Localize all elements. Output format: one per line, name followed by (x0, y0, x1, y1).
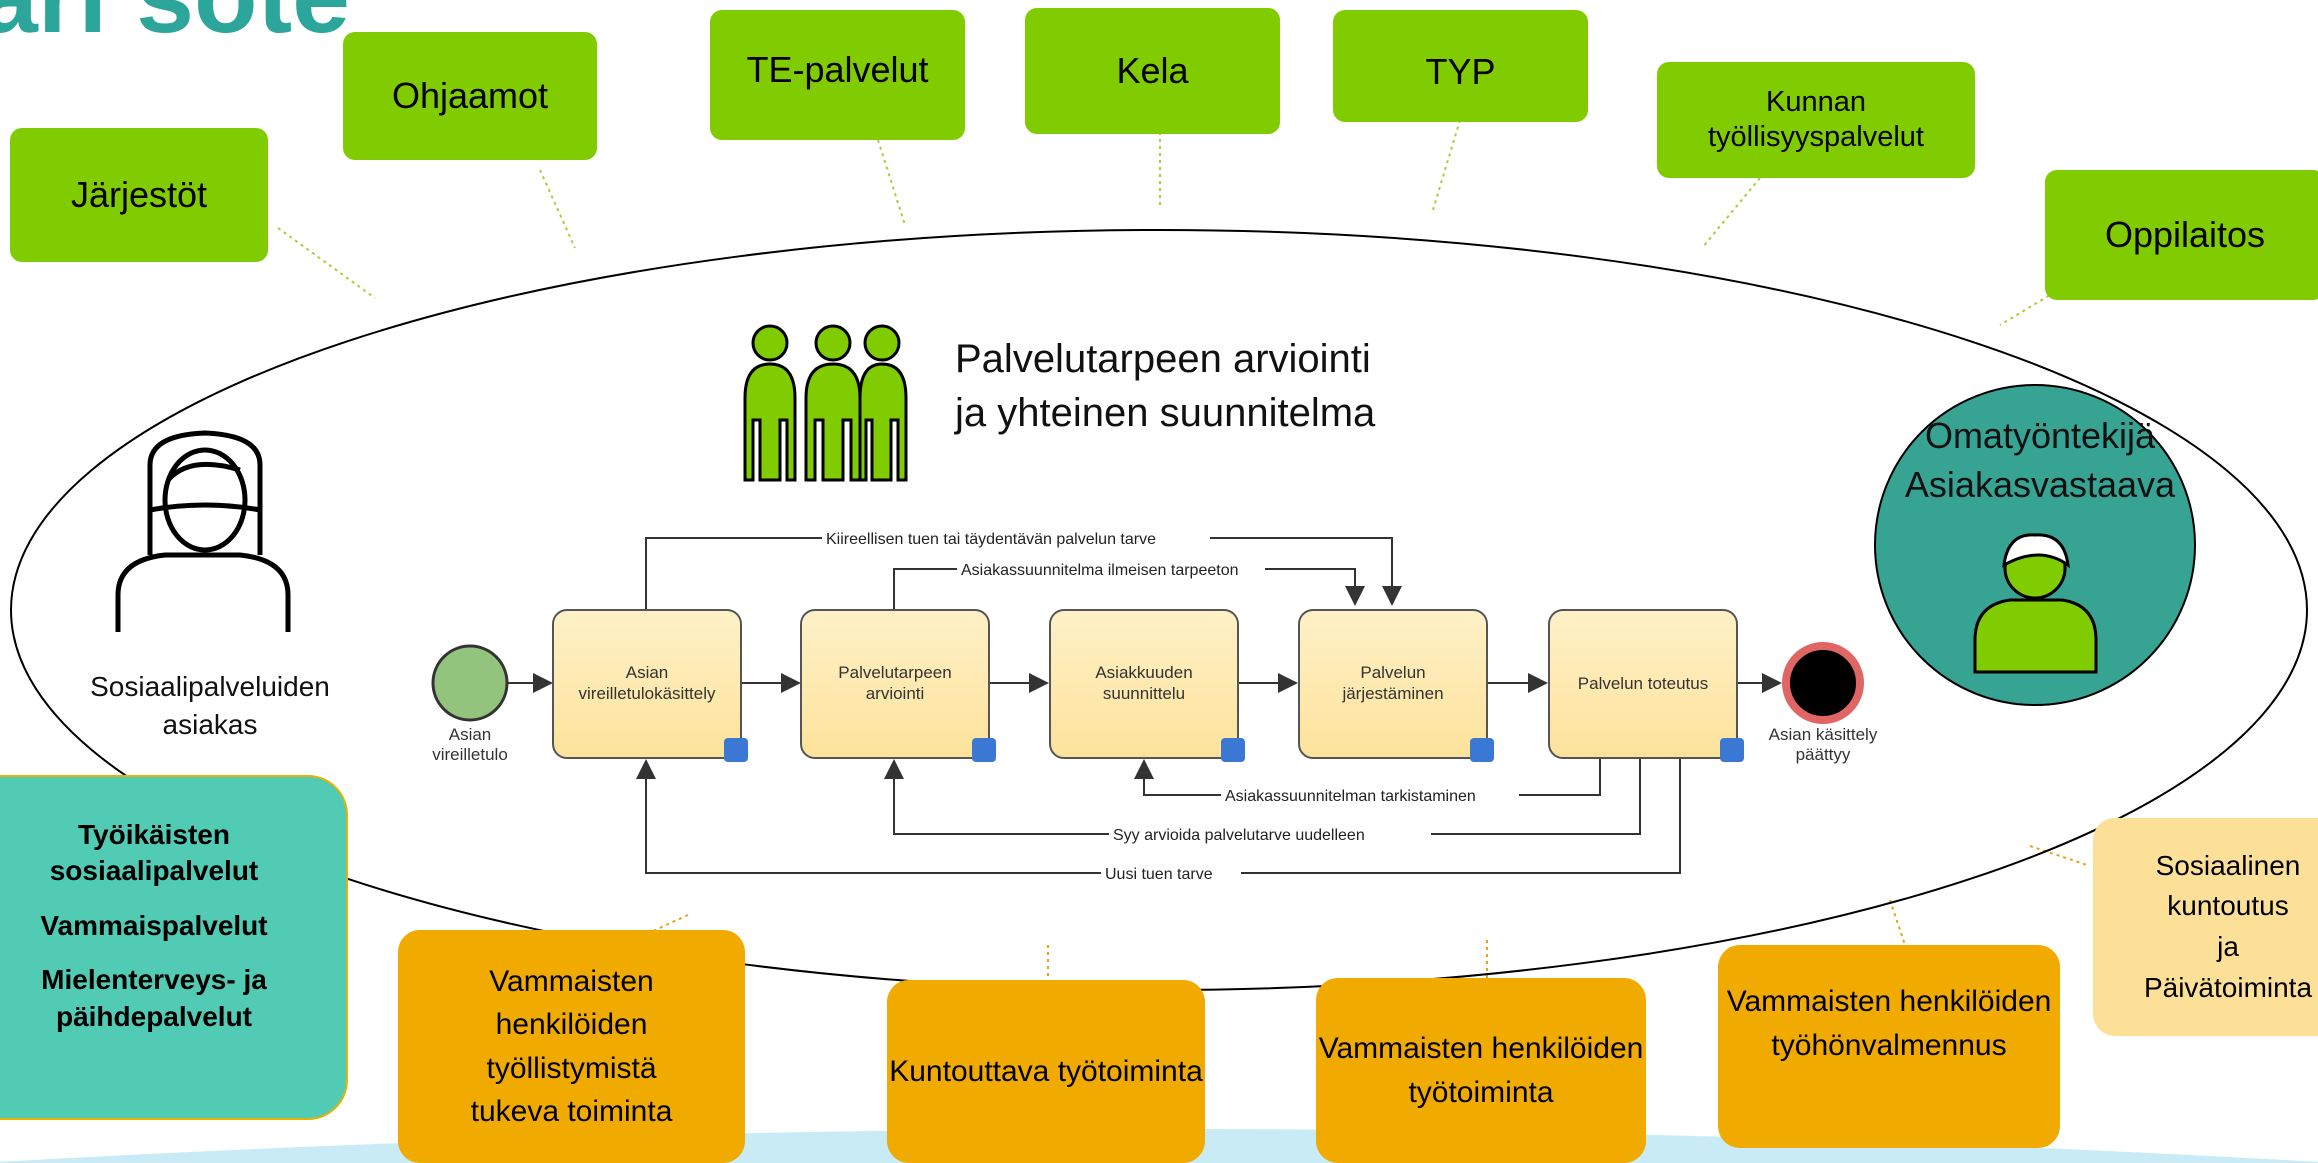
start-event (431, 644, 509, 722)
task-4-line1: Palvelun (1360, 663, 1425, 682)
worker-label-line1: Omatyöntekijä (1924, 415, 2156, 456)
start-label-line2: vireilletulo (432, 745, 508, 764)
end-event (1782, 642, 1864, 724)
connector-bottom-5 (2029, 845, 2091, 867)
box-kunnan-line2: työllisyyspalvelut (1708, 121, 1924, 153)
link-icons (724, 738, 1744, 762)
box-b5-line2: kuntoutus (2167, 890, 2289, 922)
worker-icon (1973, 533, 2098, 674)
box-kunnan: Kunnan työllisyyspalvelut (1657, 62, 1975, 178)
client-label-line2: asiakas (162, 708, 258, 740)
client-label-line1: Sosiaalipalveluiden (90, 671, 330, 702)
center-heading-line1: Palvelutarpeen arviointi (955, 337, 1371, 381)
box-b5-line3: ja (2217, 931, 2239, 962)
page-title: ari sote (0, 0, 350, 57)
box-kela-label: Kela (1116, 50, 1189, 92)
box-oppilaitos-label: Oppilaitos (2104, 214, 2266, 256)
task-2-line2: arviointi (866, 684, 925, 703)
box-te-palvelut-label: TE-palvelut (746, 49, 929, 90)
box-jarjestot: Järjestöt (10, 128, 268, 262)
link-icon (1221, 738, 1245, 762)
service-item-vammaispalvelut: Vammaispalvelut (40, 909, 268, 941)
box-b3-line1: Vammaisten henkilöiden (1318, 1032, 1644, 1065)
box-b4-line1: Vammaisten henkilöiden (1726, 985, 2052, 1018)
worker-label-line2: Asiakasvastaava (1904, 463, 2176, 505)
task-5-line1: Palvelun toteutus (1578, 674, 1708, 693)
flow-label-asiakassuunnitelma: Asiakassuunnitelma ilmeisen tarpeeton (961, 562, 1238, 579)
service-item-mielenterveys: Mielenterveys- ja päihdepalvelut (41, 964, 267, 1032)
flow-label-kiireellisen: Kiireellisen tuen tai täydentävän palvel… (826, 531, 1156, 548)
link-icon (724, 738, 748, 762)
task-asiakkuus (1049, 609, 1239, 759)
task-2-line1: Palvelutarpeen (838, 663, 951, 682)
task-jarjestaminen (1298, 609, 1488, 759)
connector-oppilaitos (1999, 291, 2056, 326)
task-3-line1: Asiakkuuden (1095, 663, 1192, 682)
connector-te-palvelut (877, 139, 906, 226)
link-icon (1470, 738, 1494, 762)
box-b5-line4: Päivätoiminta (2143, 971, 2313, 1003)
link-icon (972, 738, 996, 762)
team-icon (743, 324, 908, 482)
task-1-line1: Asian (626, 663, 669, 682)
box-vammaisten-tyotoiminta: Vammaisten henkilöiden työtoiminta (1316, 978, 1646, 1163)
box-kela: Kela (1025, 8, 1280, 134)
task-4-line2: järjestäminen (1341, 684, 1443, 703)
link-icon (1720, 738, 1744, 762)
box-b1-line2: henkilöiden (495, 1008, 648, 1041)
end-label-line1: Asian käsittely (1769, 725, 1878, 744)
services-box: Työikäisten sosiaalipalvelut Vammaispalv… (0, 775, 348, 1120)
box-b5-line1: Sosiaalinen (2155, 849, 2301, 881)
task-1-line2: vireilletulokäsittely (579, 684, 716, 703)
end-label-line2: päättyy (1796, 745, 1851, 764)
box-oppilaitos: Oppilaitos (2045, 170, 2318, 300)
box-ohjaamot: Ohjaamot (343, 32, 597, 160)
connector-bottom-4 (1889, 899, 1906, 946)
box-b4-line2: työhönvalmennus (1771, 1028, 2007, 1062)
box-b2-line1: Kuntouttava työtoiminta (889, 1054, 1203, 1088)
worker-label: Omatyöntekijä Asiakasvastaava (1890, 412, 2190, 509)
box-tyohonvalmennus: Vammaisten henkilöiden työhönvalmennus (1718, 945, 2060, 1148)
connector-ohjaamot (539, 169, 576, 249)
box-b1-line4: tukeva toiminta (470, 1095, 673, 1128)
connector-kunnan (1701, 177, 1761, 249)
client-icon (115, 430, 291, 632)
service-item-tyoikaisten: Työikäisten sosiaalipalvelut (49, 819, 259, 887)
task-3-line2: suunnittelu (1103, 684, 1185, 703)
box-typ: TYP (1333, 10, 1588, 122)
flow-label-tarkistaminen: Asiakassuunnitelman tarkistaminen (1225, 788, 1476, 805)
client-label: Sosiaalipalveluiden asiakas (60, 668, 360, 744)
box-te-palvelut: TE-palvelut (710, 10, 965, 140)
box-b1-line3: työllistymistä (486, 1051, 657, 1085)
box-b1-line1: Vammaisten (489, 964, 654, 998)
box-typ-label: TYP (1425, 51, 1496, 92)
task-vireilletulo (552, 609, 742, 759)
flow-uusi (636, 757, 1681, 874)
box-sosiaalinen-kuntoutus: Sosiaalinen kuntoutus ja Päivätoiminta (2093, 818, 2318, 1036)
flow-label-syy: Syy arvioida palvelutarve uudelleen (1113, 827, 1365, 844)
box-ohjaamot-label: Ohjaamot (391, 75, 549, 117)
task-palvelutarve (800, 609, 990, 759)
connector-jarjestot (277, 227, 376, 299)
box-vammaisten-tyollistymista: Vammaisten henkilöiden työllistymistä tu… (398, 930, 745, 1163)
box-b3-line2: työtoiminta (1408, 1075, 1554, 1109)
box-kuntouttava: Kuntouttava työtoiminta (887, 980, 1205, 1163)
flow-label-uusi: Uusi tuen tarve (1105, 866, 1213, 883)
task-toteutus (1548, 609, 1738, 759)
center-heading: Palvelutarpeen arviointi ja yhteinen suu… (955, 332, 1515, 440)
connector-typ (1432, 119, 1461, 211)
start-label-line1: Asian (449, 725, 492, 744)
box-kunnan-line1: Kunnan (1766, 86, 1866, 119)
center-heading-line2: ja yhteinen suunnitelma (955, 391, 1376, 435)
box-jarjestot-label: Järjestöt (70, 174, 208, 216)
